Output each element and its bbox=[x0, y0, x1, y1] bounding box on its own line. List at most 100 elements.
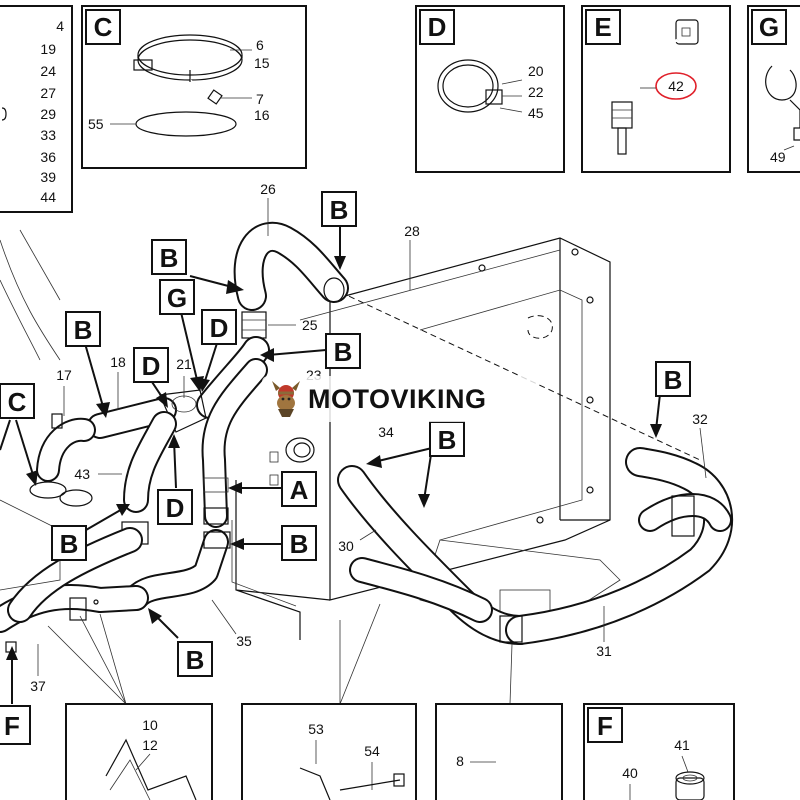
callout-letter: B bbox=[664, 365, 683, 395]
callout-letter: D bbox=[210, 313, 229, 343]
box-letter: E bbox=[594, 12, 611, 42]
cable-tie bbox=[765, 65, 797, 101]
hose-26 bbox=[233, 221, 349, 311]
callout-numbers: 26 28 25 18 17 21 23 34 43 30 32 31 35 3… bbox=[30, 181, 708, 694]
list-number: 39 bbox=[40, 169, 56, 185]
worm-screw bbox=[485, 89, 503, 105]
hose-18-21 bbox=[87, 336, 270, 439]
box-letter-tag bbox=[85, 9, 121, 45]
callout-number: 31 bbox=[596, 643, 612, 659]
callout-letter: B bbox=[290, 529, 309, 559]
detail-box-bottom-3: 8 bbox=[435, 703, 563, 800]
callout-letter: B bbox=[186, 645, 205, 675]
part-number: 55 bbox=[88, 116, 104, 132]
callout-letter: C bbox=[8, 387, 27, 417]
list-number: 29 bbox=[40, 106, 56, 122]
box-letter-tag bbox=[751, 9, 787, 45]
hose-37 bbox=[0, 527, 149, 633]
detail-box-e: E 42 bbox=[581, 5, 731, 173]
box-letter: C bbox=[94, 12, 113, 42]
coupling-25 bbox=[241, 311, 267, 339]
callout-number: 30 bbox=[338, 538, 354, 554]
callout-number: 21 bbox=[176, 356, 192, 372]
mounting-bracket bbox=[105, 738, 197, 800]
hose-31-32 bbox=[499, 447, 733, 645]
box-letter: F bbox=[597, 711, 613, 741]
callout-letter: B bbox=[160, 243, 179, 273]
detail-box-bottom-2: 53 54 bbox=[241, 703, 417, 800]
hose-30 bbox=[337, 465, 535, 645]
callout-number: 26 bbox=[260, 181, 276, 197]
callout-number: 43 bbox=[74, 466, 90, 482]
detail-box-c: C 6 15 7 16 55 bbox=[81, 5, 307, 169]
callout-letter: B bbox=[438, 425, 457, 455]
callout-letter: B bbox=[74, 315, 93, 345]
callout-number: 28 bbox=[404, 223, 420, 239]
list-number: 24 bbox=[40, 63, 56, 79]
highlight-circle bbox=[655, 72, 697, 100]
watermark-brand: MOTOVIKING bbox=[308, 383, 487, 414]
callout-letter: D bbox=[166, 493, 185, 523]
part-number: 42 bbox=[668, 78, 684, 94]
box-letter-tag bbox=[585, 9, 621, 45]
callout-letters: B B G D B B D C D A B B B bbox=[0, 191, 691, 745]
parts-list-box: 4 19 24 27 29 33 36 39 44 bbox=[0, 5, 73, 213]
callout-number: 34 bbox=[378, 424, 394, 440]
callout-letter: B bbox=[330, 195, 349, 225]
hose-a bbox=[201, 358, 268, 528]
routing-dashed-line bbox=[339, 291, 701, 461]
callout-number: 37 bbox=[30, 678, 46, 694]
part-number: 8 bbox=[456, 753, 464, 769]
callout-number: 25 bbox=[302, 317, 318, 333]
part-number: 54 bbox=[364, 743, 380, 759]
callout-letter: A bbox=[290, 475, 309, 505]
part-number: 41 bbox=[674, 737, 690, 753]
strap-bracket bbox=[299, 767, 331, 800]
callout-number: 32 bbox=[692, 411, 708, 427]
bolt-head bbox=[207, 89, 223, 105]
callout-number: 17 bbox=[56, 367, 72, 383]
list-number: 19 bbox=[40, 41, 56, 57]
callout-letter: G bbox=[167, 283, 187, 313]
part-number: 12 bbox=[142, 737, 158, 753]
worm-clamp bbox=[437, 59, 499, 113]
list-number: 44 bbox=[40, 189, 56, 205]
bolt bbox=[339, 779, 401, 791]
hose-connector-34 bbox=[285, 437, 315, 463]
part-number: 7 bbox=[256, 91, 264, 107]
part-number: 45 bbox=[528, 105, 544, 121]
fitting-17 bbox=[0, 229, 96, 591]
viking-logo-icon bbox=[272, 381, 300, 417]
sensor-connector bbox=[675, 19, 699, 45]
detail-box-f: F 41 40 bbox=[583, 703, 735, 800]
part-number: 22 bbox=[528, 84, 544, 100]
drain-valve bbox=[675, 777, 705, 800]
part-number: 16 bbox=[254, 107, 270, 123]
part-number: 49 bbox=[770, 149, 786, 165]
box-letter: G bbox=[759, 12, 779, 42]
detail-box-g: G 49 bbox=[747, 5, 800, 173]
part-number: 15 bbox=[254, 55, 270, 71]
callout-letter: B bbox=[334, 337, 353, 367]
list-number: 36 bbox=[40, 149, 56, 165]
part-number: 20 bbox=[528, 63, 544, 79]
radiator-tank bbox=[231, 237, 621, 640]
part-number: 40 bbox=[622, 765, 638, 781]
callout-letter: D bbox=[142, 351, 161, 381]
box-letter: D bbox=[428, 12, 447, 42]
callout-number: 35 bbox=[236, 633, 252, 649]
detail-box-d: D 20 22 45 bbox=[415, 5, 565, 173]
box-letter-tag bbox=[419, 9, 455, 45]
list-number: 4 bbox=[56, 18, 64, 34]
detail-box-bottom-1: 10 12 bbox=[65, 703, 213, 800]
list-number: 27 bbox=[40, 85, 56, 101]
part-number: 6 bbox=[256, 37, 264, 53]
part-number: 53 bbox=[308, 721, 324, 737]
callout-letter: F bbox=[4, 711, 20, 741]
hose-35 bbox=[123, 529, 231, 611]
hose-43 bbox=[121, 411, 177, 545]
callout-lines bbox=[0, 198, 707, 705]
callout-letter: B bbox=[60, 529, 79, 559]
list-number: 33 bbox=[40, 127, 56, 143]
